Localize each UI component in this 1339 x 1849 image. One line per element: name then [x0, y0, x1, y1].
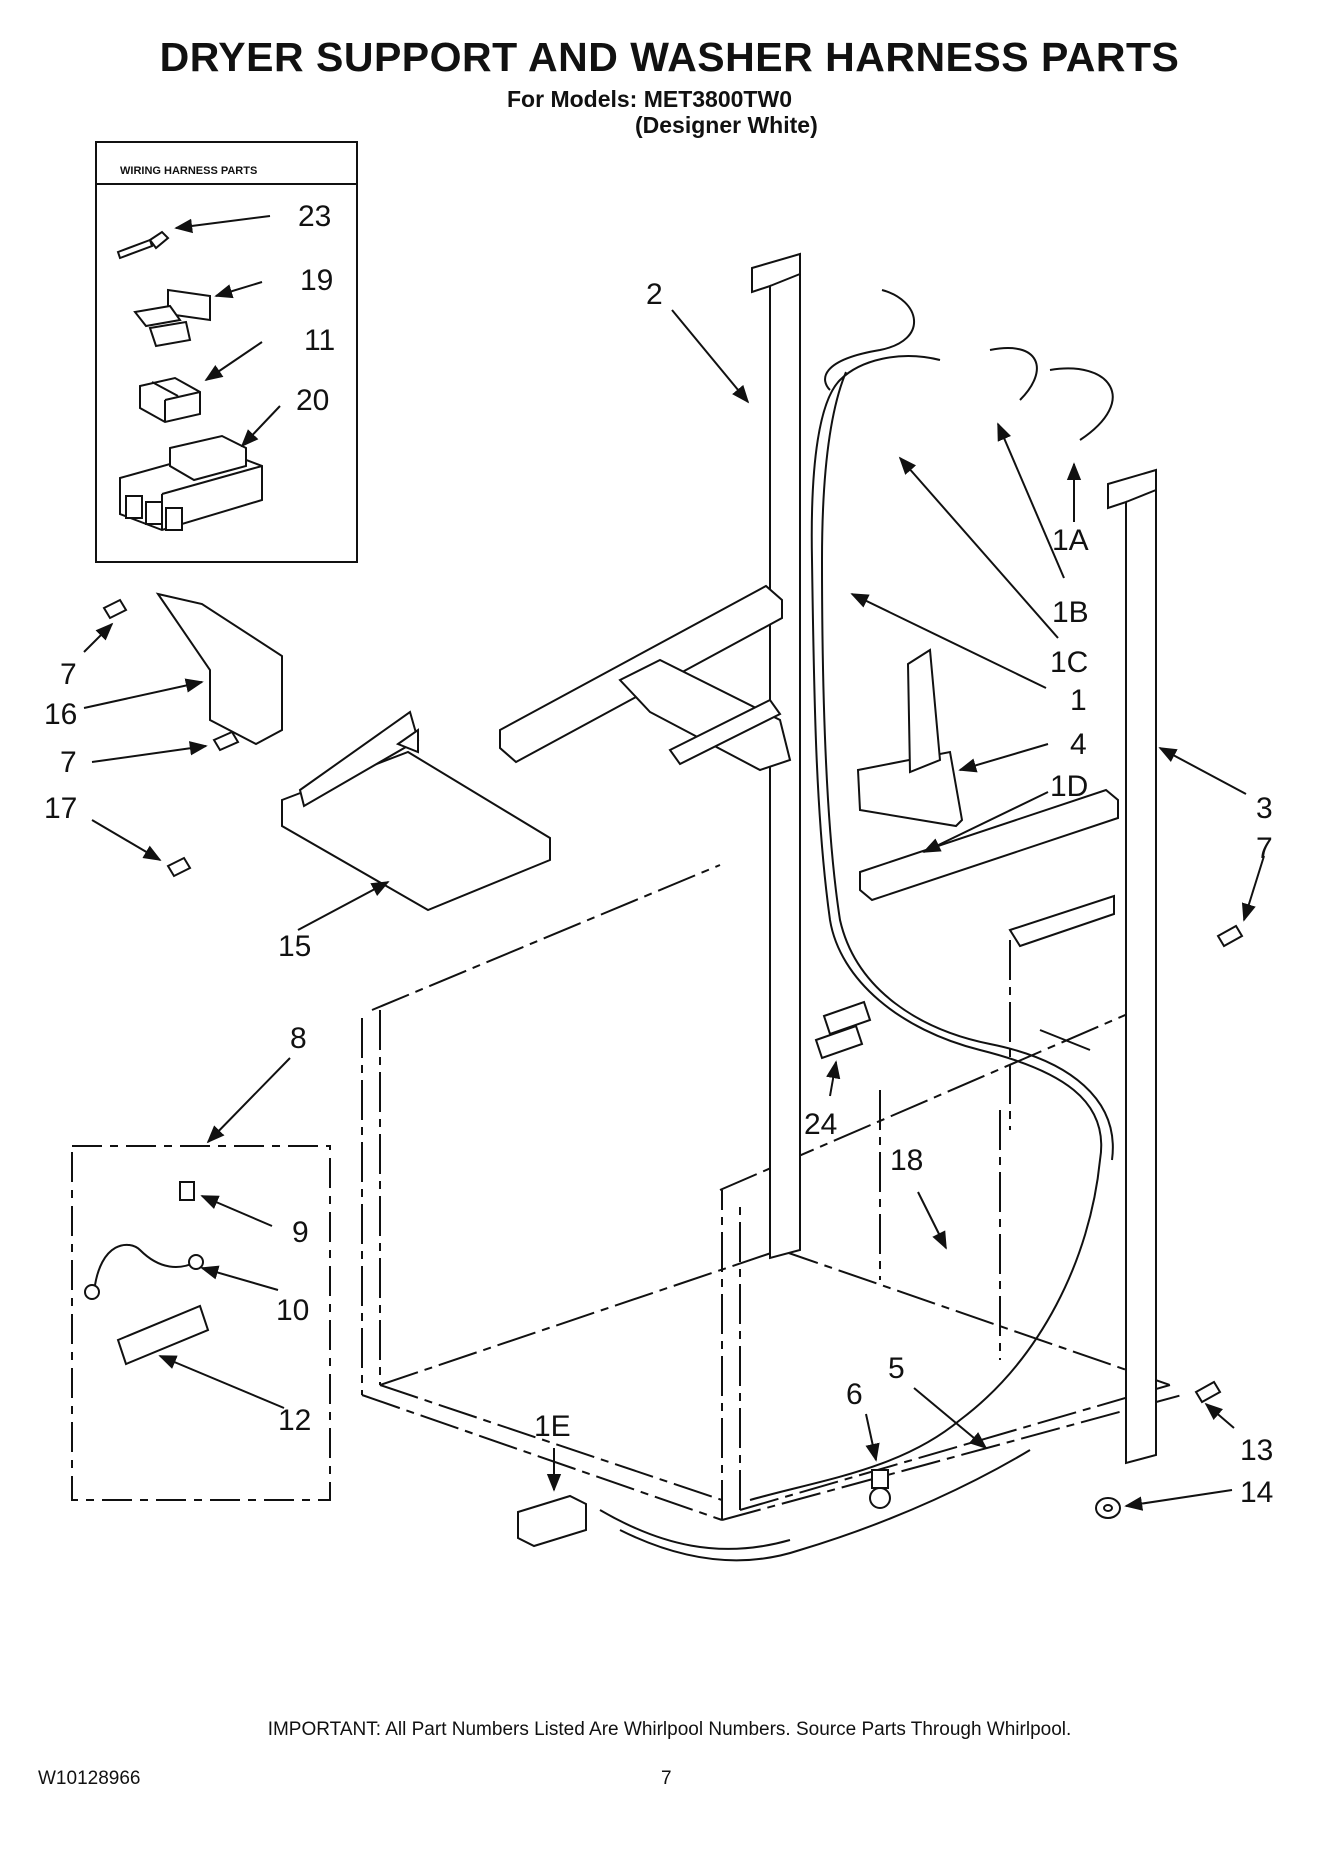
callout-14: 14: [1240, 1476, 1273, 1509]
callout-1a: 1A: [1052, 524, 1089, 557]
callout-17: 17: [44, 792, 77, 825]
connector-part-19: [133, 288, 211, 348]
callout-20: 20: [296, 384, 329, 417]
callout-10: 10: [276, 1294, 309, 1327]
models-line: For Models: MET3800TW0: [507, 86, 792, 112]
cross-brackets: [499, 584, 1119, 948]
callout-7-top: 7: [60, 658, 77, 691]
support-rail-3: [1107, 468, 1157, 1465]
terminal-part-23: [116, 230, 170, 260]
important-note: IMPORTANT: All Part Numbers Listed Are W…: [267, 1719, 1072, 1740]
callout-5: 5: [888, 1352, 905, 1385]
callout-6: 6: [846, 1378, 863, 1411]
document-number: W10128966: [38, 1768, 141, 1789]
page-title: DRYER SUPPORT AND WASHER HARNESS PARTS: [159, 34, 1180, 80]
leader-lines: [83, 309, 1265, 1511]
callout-7-right: 7: [1256, 832, 1273, 865]
callout-24: 24: [804, 1108, 837, 1141]
page-number: 7: [661, 1768, 672, 1789]
screw-part-13: [1194, 1380, 1222, 1404]
callout-7-mid: 7: [60, 746, 77, 779]
callout-4: 4: [1070, 728, 1087, 761]
bracket-part-16: [155, 592, 283, 746]
callout-15: 15: [278, 930, 311, 963]
bracket-part-4: [856, 648, 964, 828]
washer-part-14: [1095, 1497, 1121, 1519]
callout-2: 2: [646, 278, 663, 311]
ground-parts: [84, 1181, 210, 1366]
connector-part-1e: [517, 1494, 587, 1548]
callout-1c: 1C: [1050, 646, 1088, 679]
callout-1e: 1E: [534, 1410, 571, 1443]
connector-part-20: [119, 434, 263, 532]
callout-1d: 1D: [1050, 770, 1088, 803]
callout-9: 9: [292, 1216, 309, 1249]
color-line: (Designer White): [635, 112, 818, 138]
callout-8: 8: [290, 1022, 307, 1055]
callout-1b: 1B: [1052, 596, 1089, 629]
callout-3: 3: [1256, 792, 1273, 825]
callout-23: 23: [298, 200, 331, 233]
washer-harness-part-1: [599, 289, 1114, 1562]
control-box-part-15: [281, 710, 551, 912]
callout-11: 11: [304, 324, 335, 357]
callout-18: 18: [890, 1144, 923, 1177]
inset-box-label: WIRING HARNESS PARTS: [120, 165, 257, 177]
callout-1: 1: [1070, 684, 1087, 717]
callout-12: 12: [278, 1404, 311, 1437]
inset-leader-lines: [174, 215, 281, 448]
ground-kit-part-8: [71, 1145, 331, 1501]
callout-19: 19: [300, 264, 333, 297]
pad-part-24: [814, 1000, 872, 1060]
clamp-part-6: [869, 1469, 891, 1509]
connector-part-11: [139, 376, 201, 424]
screw-parts-7-17: [102, 598, 1244, 948]
callout-13: 13: [1240, 1434, 1273, 1467]
callout-16: 16: [44, 698, 77, 731]
wiring-harness-inset: [95, 141, 358, 563]
